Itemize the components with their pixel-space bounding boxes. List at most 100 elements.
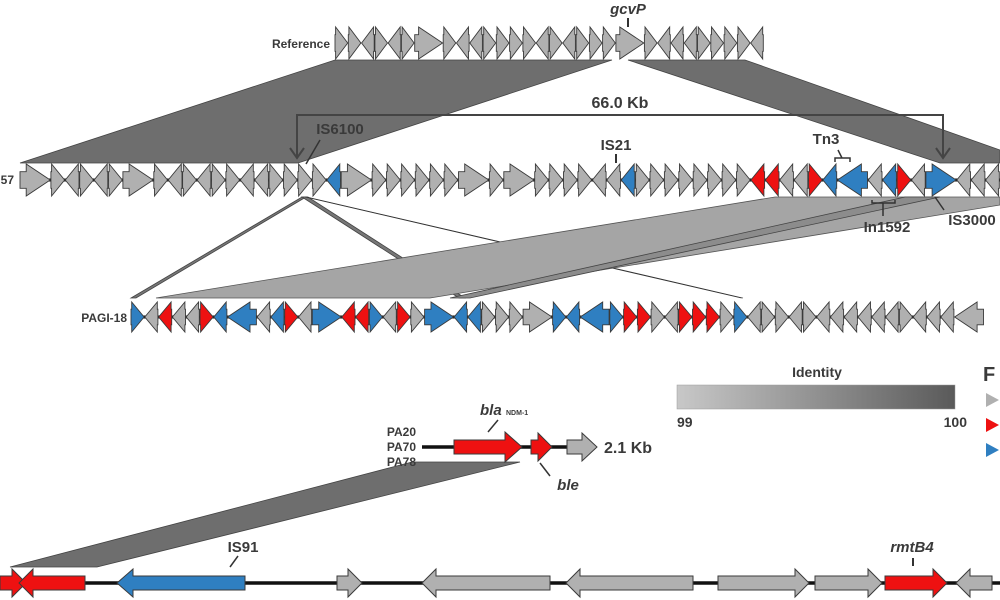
gene-arrow <box>469 25 483 61</box>
gene-arrow <box>481 300 496 334</box>
gene-arrow <box>985 162 1000 198</box>
gene-arrow <box>683 25 698 61</box>
gene-arrow <box>970 162 986 198</box>
gene-bottom-grey-2 <box>421 567 551 599</box>
gene-arrow <box>297 300 313 334</box>
gene-arrow <box>453 300 468 334</box>
gene-arrow <box>650 300 665 334</box>
gene-arrow <box>93 162 109 198</box>
gene-arrow <box>843 300 858 334</box>
gene-arrow <box>733 300 748 334</box>
gene-arrow <box>144 300 159 334</box>
gene-arrow <box>199 300 214 334</box>
gene-arrow <box>167 162 183 198</box>
gene-arrow <box>857 300 872 334</box>
gene-is91 <box>116 567 246 599</box>
gene-arrow <box>636 300 652 334</box>
gene-arrow <box>50 162 66 198</box>
gene-arrow <box>424 301 455 333</box>
gene-arrow <box>130 300 145 334</box>
gene-arrow <box>808 162 823 198</box>
gene-arrow <box>213 300 228 334</box>
gene-arrow <box>867 162 883 198</box>
in1592-bracket <box>871 200 896 216</box>
gene-arrow <box>657 25 671 61</box>
gene-arrow <box>926 300 941 334</box>
gene-arrow <box>387 25 402 61</box>
gene-rmtb4 <box>884 567 948 599</box>
gene-arrow <box>442 25 457 61</box>
gene-arrow <box>552 300 567 334</box>
gene-bla-ndm-1 <box>453 430 523 464</box>
gene-arrow <box>736 25 751 61</box>
identity-gradient-bar <box>676 384 956 410</box>
gene-arrow <box>577 162 593 198</box>
gene-arrow <box>153 162 169 198</box>
gene-arrow <box>482 25 497 61</box>
gene-bottom-grey-4 <box>717 567 810 599</box>
gene-arrow <box>467 300 482 334</box>
gene-arrow <box>750 162 766 198</box>
gene-bottom-red-1 <box>0 567 27 599</box>
gene-arrow <box>211 162 226 198</box>
gene-bottom-grey-6 <box>955 567 993 599</box>
gene-bottom-red-2 <box>18 567 86 599</box>
gene-arrow <box>361 25 375 61</box>
gene-arrow <box>565 300 581 334</box>
gene-arrow <box>270 300 285 334</box>
gene-arrow <box>254 162 269 198</box>
gene-arrow <box>158 300 173 334</box>
bla-label-sub: NDM-1 <box>506 410 528 417</box>
gene-arrow <box>400 25 415 61</box>
feature-legend-title: F <box>983 364 995 386</box>
gene-arrow <box>283 162 298 198</box>
ribbon-ndm-bottom <box>9 461 521 568</box>
gene-arrow <box>678 300 693 334</box>
gene-arrow <box>239 162 255 198</box>
gene-arrow <box>455 25 470 61</box>
gene-arrow <box>549 25 563 61</box>
gene-arrow <box>606 162 621 198</box>
gene-arrow <box>368 300 384 334</box>
gene-arrow <box>311 162 327 198</box>
gene-arrow <box>522 25 537 61</box>
gene-arrow <box>386 162 401 198</box>
strain-label-pa70: PA70 <box>387 440 416 454</box>
gene-arrow <box>382 300 397 334</box>
gene-downstream <box>566 431 598 463</box>
gene-arrow <box>534 162 549 198</box>
legend-swatch-resistance <box>986 418 999 432</box>
gene-arrow <box>79 162 94 198</box>
gene-arrow <box>575 25 590 61</box>
ble-label: ble <box>557 477 579 494</box>
gene-arrow <box>615 26 645 60</box>
ndm-track: PA20 PA70 PA78 bla NDM-1 ble 2.1 Kb <box>387 402 652 494</box>
identity-max-label: 100 <box>944 414 968 430</box>
gene-arrow <box>721 162 737 198</box>
gene-arrow <box>297 162 313 198</box>
gene-arrow <box>429 162 444 198</box>
feature-legend: F <box>983 364 999 457</box>
gene-arrow <box>723 25 738 61</box>
in1592-label: In1592 <box>864 219 911 236</box>
gene-arrow <box>414 162 430 198</box>
gene-arrow <box>829 300 845 334</box>
gene-arrow <box>710 25 725 61</box>
is21-label: IS21 <box>601 137 632 154</box>
gene-arrow <box>341 300 356 334</box>
gene-arrow <box>371 162 387 198</box>
gene-arrow <box>836 163 868 197</box>
pagi-18-track: PAGI-18 <box>81 300 984 334</box>
is3000-label: IS3000 <box>948 212 996 229</box>
gene-arrow <box>898 300 914 334</box>
gene-arrow <box>334 25 349 61</box>
gene-arrow <box>940 300 955 334</box>
strain-label-pa20: PA20 <box>387 425 416 439</box>
gene-arrow <box>736 162 751 198</box>
gcvp-label: gcvP <box>609 1 647 18</box>
gene-arrow <box>750 25 764 61</box>
identity-legend: Identity 99 100 <box>676 364 968 430</box>
gene-arrow <box>410 300 425 334</box>
bottom-track: IS91 rmtB4 <box>0 539 1000 599</box>
